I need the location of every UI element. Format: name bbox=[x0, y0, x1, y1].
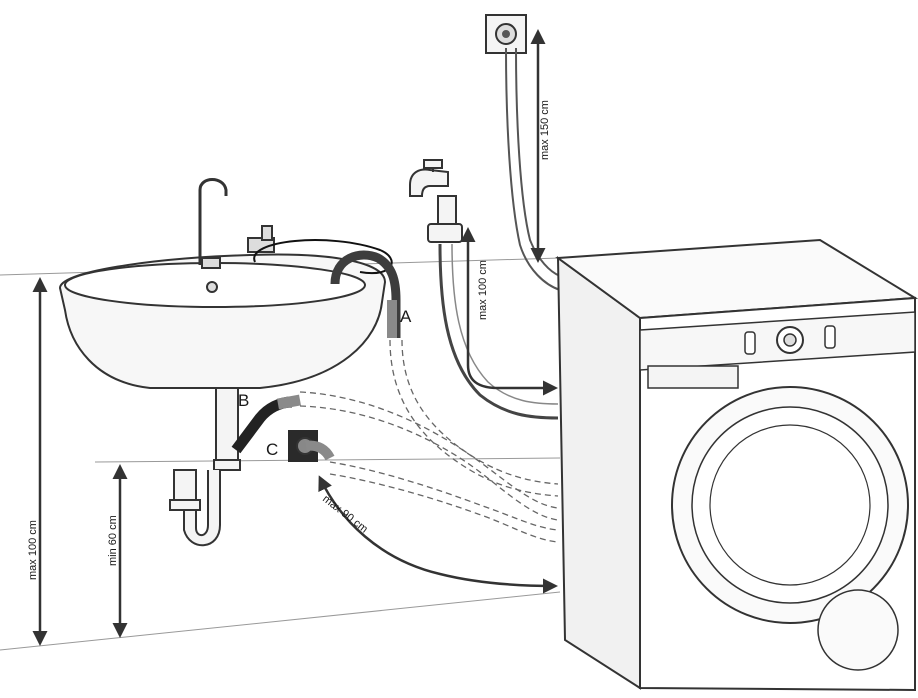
label-a: A bbox=[400, 307, 412, 326]
drain-hose-sink bbox=[330, 250, 401, 338]
detergent-drawer bbox=[647, 365, 739, 389]
power-cord bbox=[505, 47, 561, 291]
wall-socket bbox=[485, 14, 527, 54]
washing-machine bbox=[555, 238, 918, 692]
label-b: B bbox=[238, 391, 249, 410]
drain-length-label: max 90 cm bbox=[320, 493, 370, 536]
tap-height-label: max 100 cm bbox=[477, 260, 489, 320]
sink bbox=[58, 178, 387, 389]
tap-height-arrow bbox=[460, 227, 558, 396]
socket-height-label: max 150 cm bbox=[539, 100, 551, 160]
inlet-hose bbox=[438, 243, 559, 420]
filter-cover bbox=[817, 589, 899, 671]
sink-trap bbox=[169, 387, 241, 547]
floor-line bbox=[0, 591, 561, 651]
drain-length-arrow bbox=[318, 475, 558, 594]
standpipe-min-label: min 60 cm bbox=[107, 515, 119, 566]
wall-line-mid bbox=[94, 457, 561, 463]
drain-hose-outlet bbox=[305, 440, 335, 461]
sink-height-label: max 100 cm bbox=[27, 520, 39, 580]
label-c: C bbox=[266, 440, 278, 459]
water-tap bbox=[409, 159, 463, 243]
drain-hose-sink-pipe-end bbox=[277, 394, 301, 410]
